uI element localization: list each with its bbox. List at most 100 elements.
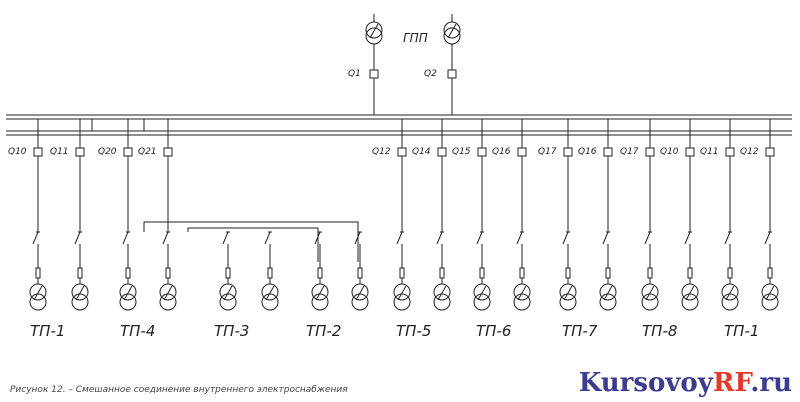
fuse-symbol xyxy=(125,267,131,279)
disconnector-blade xyxy=(476,231,483,245)
tp-transformer-arrow xyxy=(725,285,735,301)
tp-transformer-winding xyxy=(29,293,47,311)
tp-transformer-winding xyxy=(71,283,89,301)
tp-transformer-winding xyxy=(29,283,47,301)
tp-transformer-winding xyxy=(433,283,451,301)
tp-label: ТП-6 xyxy=(476,322,511,340)
disconnector-blade xyxy=(222,231,229,245)
figure-caption: Рисунок 12. – Смешанное соединение внутр… xyxy=(10,385,348,395)
tp-transformer-arrow xyxy=(33,285,43,301)
tp-transformer-winding xyxy=(219,293,237,311)
watermark-part2: RF xyxy=(712,368,751,398)
fuse-symbol xyxy=(647,267,653,279)
tp-label: ТП-4 xyxy=(120,322,155,340)
ring-line-inner xyxy=(187,227,319,262)
disconnector-blade xyxy=(436,231,443,245)
breaker-symbol xyxy=(517,147,527,157)
breaker-label: Q21 xyxy=(138,147,157,157)
breaker-label: Q12 xyxy=(372,147,391,157)
breaker-symbol xyxy=(685,147,695,157)
tp-transformer-winding xyxy=(473,293,491,311)
tp-transformer-arrow xyxy=(75,285,85,301)
fuse-symbol xyxy=(165,267,171,279)
tp-transformer-arrow xyxy=(603,285,613,301)
breaker-symbol xyxy=(725,147,735,157)
tp-transformer-winding xyxy=(261,293,279,311)
tp-transformer-winding xyxy=(599,283,617,301)
breaker-label: Q12 xyxy=(740,147,759,157)
tp-transformer-winding xyxy=(761,283,779,301)
tp-label: ТП-1 xyxy=(30,322,65,340)
tp-transformer-winding xyxy=(599,293,617,311)
fuse-symbol xyxy=(357,267,363,279)
tp-transformer-winding xyxy=(351,293,369,311)
breaker-symbol xyxy=(163,147,173,157)
breaker-symbol xyxy=(765,147,775,157)
breaker-label: Q11 xyxy=(700,147,719,157)
tp-transformer-arrow xyxy=(163,285,173,301)
disconnector-blade xyxy=(74,231,81,245)
tp-transformer-winding xyxy=(159,293,177,311)
fuse-symbol xyxy=(399,267,405,279)
breaker-symbol xyxy=(603,147,613,157)
tp-transformer-arrow xyxy=(765,285,775,301)
tp-transformer-arrow xyxy=(477,285,487,301)
breaker-label: Q15 xyxy=(452,147,471,157)
breaker-symbol xyxy=(123,147,133,157)
tp-transformer-arrow xyxy=(315,285,325,301)
tp-transformer-winding xyxy=(721,293,739,311)
breaker-label: Q20 xyxy=(98,147,117,157)
fuse-symbol xyxy=(687,267,693,279)
fuse-symbol xyxy=(439,267,445,279)
tp-transformer-winding xyxy=(559,283,577,301)
watermark-logo: KursovoyRF.ru xyxy=(579,368,792,398)
disconnector-blade xyxy=(354,231,361,245)
breaker-label: Q16 xyxy=(492,147,511,157)
breaker-label: Q10 xyxy=(660,147,679,157)
tp-transformer-arrow xyxy=(563,285,573,301)
fuse-symbol xyxy=(479,267,485,279)
disconnector-blade xyxy=(644,231,651,245)
disconnector-blade xyxy=(764,231,771,245)
tp-label: ТП-1 xyxy=(724,322,759,340)
tp-transformer-arrow xyxy=(123,285,133,301)
tp-transformer-arrow xyxy=(397,285,407,301)
breaker-label: Q17 xyxy=(620,147,639,157)
breaker-label: Q17 xyxy=(538,147,557,157)
breaker-symbol xyxy=(437,147,447,157)
disconnector-blade xyxy=(396,231,403,245)
disconnector-blade xyxy=(122,231,129,245)
fuse-symbol xyxy=(267,267,273,279)
fuse-symbol xyxy=(767,267,773,279)
disconnector-blade xyxy=(162,231,169,245)
tp-transformer-arrow xyxy=(223,285,233,301)
q1-label: Q1 xyxy=(348,69,361,79)
disconnector-blade xyxy=(516,231,523,245)
breaker-label: Q16 xyxy=(578,147,597,157)
tp-transformer-winding xyxy=(393,293,411,311)
fuse-symbol xyxy=(727,267,733,279)
tp-transformer-winding xyxy=(311,283,329,301)
gpp-label: ГПП xyxy=(403,31,428,45)
tp-transformer-arrow xyxy=(517,285,527,301)
q2-label: Q2 xyxy=(424,69,437,79)
tp-transformer-arrow xyxy=(265,285,275,301)
tp-transformer-winding xyxy=(641,293,659,311)
breaker-label: Q10 xyxy=(8,147,27,157)
breaker-symbol xyxy=(563,147,573,157)
breaker-label: Q11 xyxy=(50,147,69,157)
fuse-symbol xyxy=(317,267,323,279)
tp-transformer-winding xyxy=(559,293,577,311)
breaker-symbol xyxy=(645,147,655,157)
watermark-part3: .ru xyxy=(750,368,792,398)
fuse-symbol xyxy=(605,267,611,279)
breaker-symbol xyxy=(397,147,407,157)
disconnector-blade xyxy=(314,231,321,245)
tp-transformer-winding xyxy=(721,283,739,301)
source-transformer-1 xyxy=(365,14,383,115)
tp-transformer-winding xyxy=(119,283,137,301)
tp-transformer-arrow xyxy=(645,285,655,301)
tp-transformer-winding xyxy=(159,283,177,301)
tp-transformer-winding xyxy=(681,293,699,311)
